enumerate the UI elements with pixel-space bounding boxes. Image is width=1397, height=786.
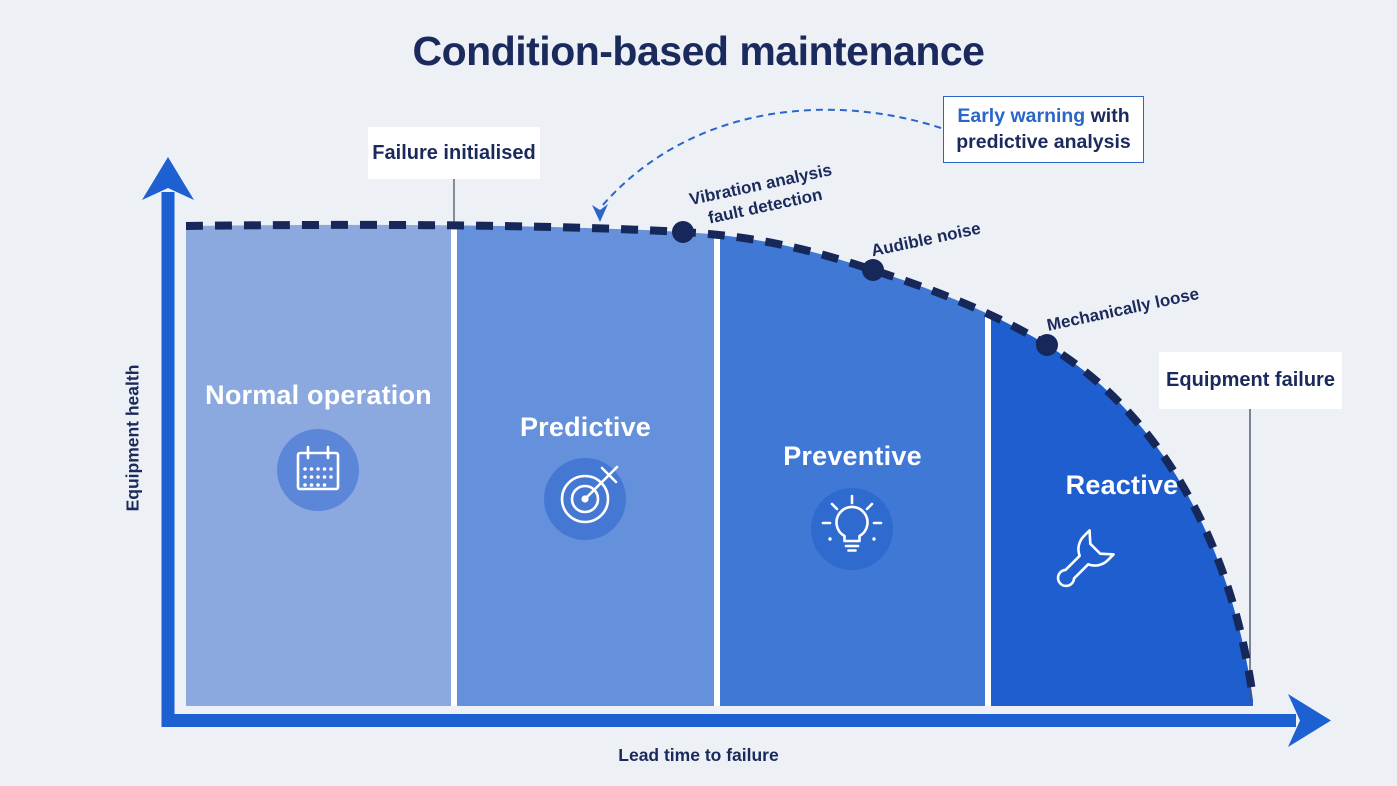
early-warning-highlight: Early warning: [957, 105, 1086, 128]
early-warning-arrow: [601, 108, 942, 207]
zone-reactive: [991, 224, 1253, 706]
early-warning-line2: predictive analysis: [956, 130, 1131, 153]
equipment-health-curve: [185, 220, 1257, 699]
early-warning-callout: Early warning with predictive analysis: [943, 96, 1144, 163]
target-icon: [544, 458, 626, 540]
lightbulb-icon: [811, 488, 893, 570]
zone-label-reactive: Reactive: [1065, 470, 1179, 500]
y-axis-label: Equipment health: [122, 364, 143, 512]
wrench-icon: [1056, 529, 1115, 588]
calendar-icon: [277, 429, 359, 511]
page-title: Condition-based maintenance: [412, 28, 985, 74]
zone-preventive: [720, 224, 985, 706]
equipment-failure-callout: Equipment failure: [1159, 352, 1342, 409]
y-axis-arrow-icon: [142, 157, 194, 200]
zone-label-normal-operation: Normal operation: [205, 380, 432, 410]
equipment-failure-label: Equipment failure: [1166, 369, 1335, 391]
failure-initialised-label: Failure initialised: [372, 141, 536, 164]
x-axis-label: Lead time to failure: [618, 745, 779, 765]
curve-dot-vibration: [672, 221, 694, 243]
x-axis-arrow-icon: [1288, 694, 1331, 747]
early-warning-suffix: with: [1085, 105, 1130, 128]
curve-dot-audible: [862, 259, 884, 281]
curve-dot-mechanical: [1036, 334, 1058, 356]
failure-initialised-callout: Failure initialised: [368, 127, 540, 179]
early-warning-arrowhead-icon: [592, 204, 608, 222]
zone-label-preventive: Preventive: [783, 441, 922, 471]
zone-label-predictive: Predictive: [519, 412, 652, 442]
early-warning-line1: Early warning with: [957, 104, 1129, 129]
